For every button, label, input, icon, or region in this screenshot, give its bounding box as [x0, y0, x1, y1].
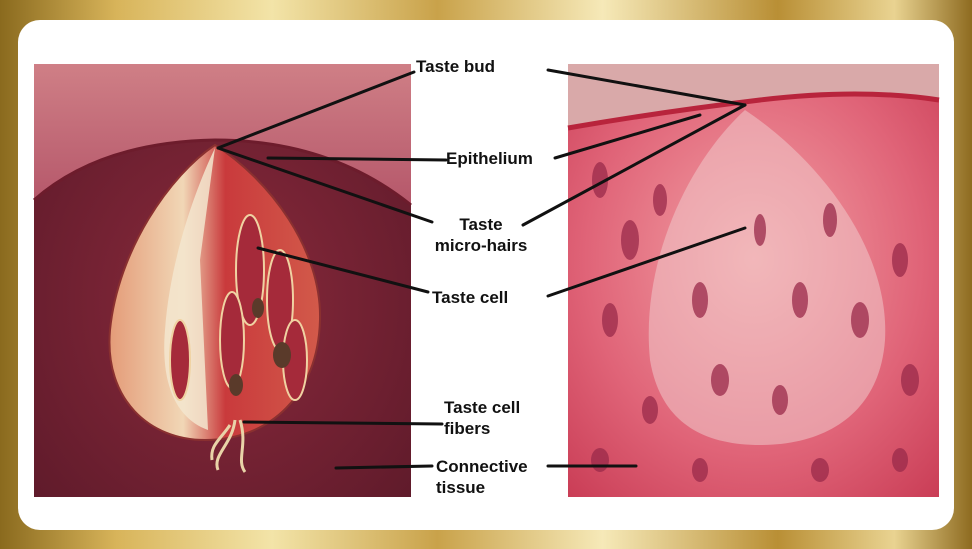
taste-bud-micrograph [568, 64, 939, 497]
label-taste-bud-text: Taste bud [416, 57, 495, 76]
label-taste-micro-hairs-line1: Taste [432, 214, 530, 235]
label-epithelium: Epithelium [446, 148, 533, 169]
label-taste-cell-fibers-line1: Taste cell [444, 397, 520, 418]
leader-fibers [244, 422, 442, 424]
label-connective-tissue-line1: Connective [436, 456, 528, 477]
label-epithelium-text: Epithelium [446, 149, 533, 168]
label-taste-bud: Taste bud [416, 56, 495, 77]
label-taste-cell: Taste cell [432, 287, 508, 308]
leader-connective-left [336, 466, 432, 468]
label-taste-micro-hairs: Taste micro-hairs [432, 214, 530, 256]
leader-epithelium-left [268, 158, 446, 160]
label-connective-tissue-line2: tissue [436, 477, 528, 498]
label-taste-cell-text: Taste cell [432, 288, 508, 307]
label-taste-cell-fibers-line2: fibers [444, 418, 520, 439]
label-taste-cell-fibers: Taste cell fibers [444, 397, 520, 439]
taste-bud-illustration [34, 64, 411, 497]
label-taste-micro-hairs-line2: micro-hairs [432, 235, 530, 256]
label-connective-tissue: Connective tissue [436, 456, 528, 498]
